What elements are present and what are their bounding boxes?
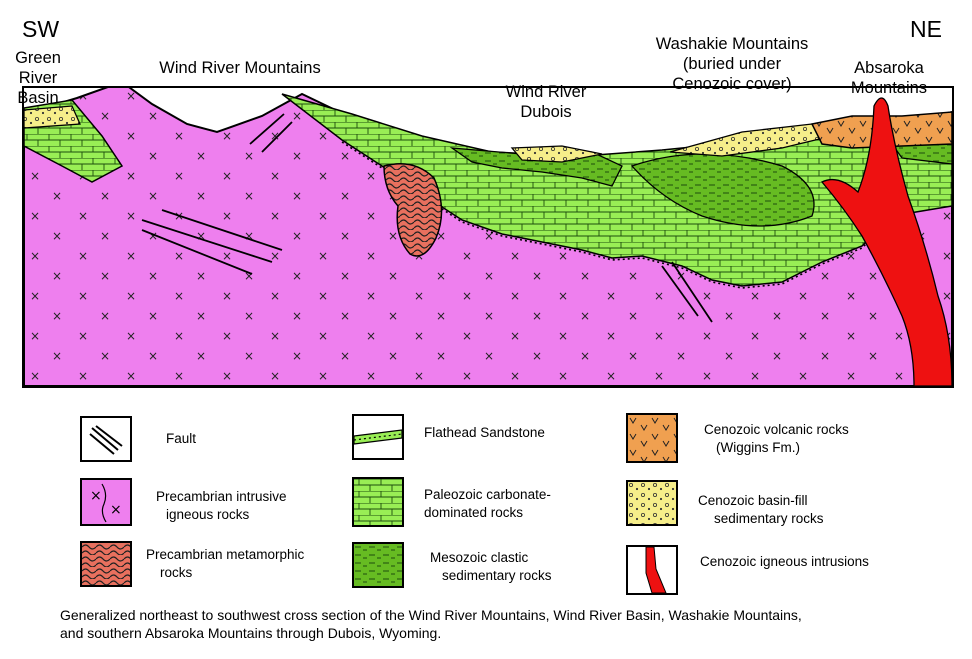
basin-fill-dubois bbox=[510, 145, 603, 163]
basin-fill-pattern-icon bbox=[628, 482, 676, 524]
legend-precambrian-metamorphic-label: Precambrian metamorphic rocks bbox=[146, 547, 305, 580]
carbonate-pattern-icon bbox=[354, 479, 402, 525]
legend-flathead-sandstone-label: Flathead Sandstone bbox=[424, 425, 545, 440]
legend-cenozoic-basin-fill-label: Cenozoic basin-fill sedimentary rocks bbox=[698, 493, 824, 526]
legend-mesozoic-clastic-swatch bbox=[352, 542, 404, 588]
fault-thrust-west bbox=[141, 209, 283, 275]
legend-paleozoic-carbonate-label: Paleozoic carbonate- dominated rocks bbox=[424, 487, 551, 520]
volcanic-pattern-icon bbox=[628, 415, 676, 461]
legend-precambrian-intrusive-label: Precambrian intrusive igneous rocks bbox=[156, 489, 287, 522]
legend-cenozoic-intrusions-label: Cenozoic igneous intrusions bbox=[700, 554, 869, 569]
legend-cenozoic-volcanic-swatch bbox=[626, 413, 678, 463]
compass-ne-label: NE bbox=[910, 16, 942, 42]
legend-cenozoic-basin-fill-swatch bbox=[626, 480, 678, 526]
legend-fault-label: Fault bbox=[166, 431, 197, 446]
intrusion-pattern-icon bbox=[645, 547, 667, 593]
figure-caption: Generalized northeast to southwest cross… bbox=[60, 607, 802, 641]
fault-thrust-crest bbox=[249, 113, 293, 153]
igneous-pattern-icon: × × bbox=[90, 483, 122, 523]
green-river-basin-label: Green River Basin bbox=[15, 49, 61, 107]
legend-fault-swatch bbox=[80, 416, 132, 462]
fault-icon bbox=[89, 425, 123, 455]
svg-text:×: × bbox=[90, 488, 102, 504]
legend-cenozoic-intrusions-swatch bbox=[626, 545, 678, 595]
metamorphic-pattern-icon bbox=[82, 543, 130, 585]
basin-fill-green-river bbox=[23, 105, 81, 129]
cross-section-frame bbox=[22, 86, 954, 388]
wind-river-mountains-label: Wind River Mountains bbox=[159, 59, 321, 77]
precambrian-metamorphic-area bbox=[383, 163, 443, 257]
clastic-pattern-icon bbox=[354, 544, 402, 586]
legend-precambrian-metamorphic-swatch bbox=[80, 541, 132, 587]
cross-section-diagram: × × bbox=[22, 86, 954, 388]
legend-paleozoic-carbonate-swatch bbox=[352, 477, 404, 527]
legend-mesozoic-clastic-label: Mesozoic clastic sedimentary rocks bbox=[430, 550, 552, 583]
legend-flathead-sandstone-swatch bbox=[352, 414, 404, 460]
legend-precambrian-intrusive-swatch: × × bbox=[80, 478, 132, 526]
svg-text:×: × bbox=[110, 502, 122, 518]
cenozoic-intrusion bbox=[820, 97, 953, 387]
sandstone-pattern-icon bbox=[354, 429, 402, 445]
compass-sw-label: SW bbox=[22, 16, 60, 42]
washakie-mountains-label: Washakie Mountains (buried under Cenozoi… bbox=[655, 35, 809, 93]
legend-cenozoic-volcanic-label: Cenozoic volcanic rocks (Wiggins Fm.) bbox=[704, 422, 849, 455]
fault-thrust-east bbox=[661, 261, 713, 323]
